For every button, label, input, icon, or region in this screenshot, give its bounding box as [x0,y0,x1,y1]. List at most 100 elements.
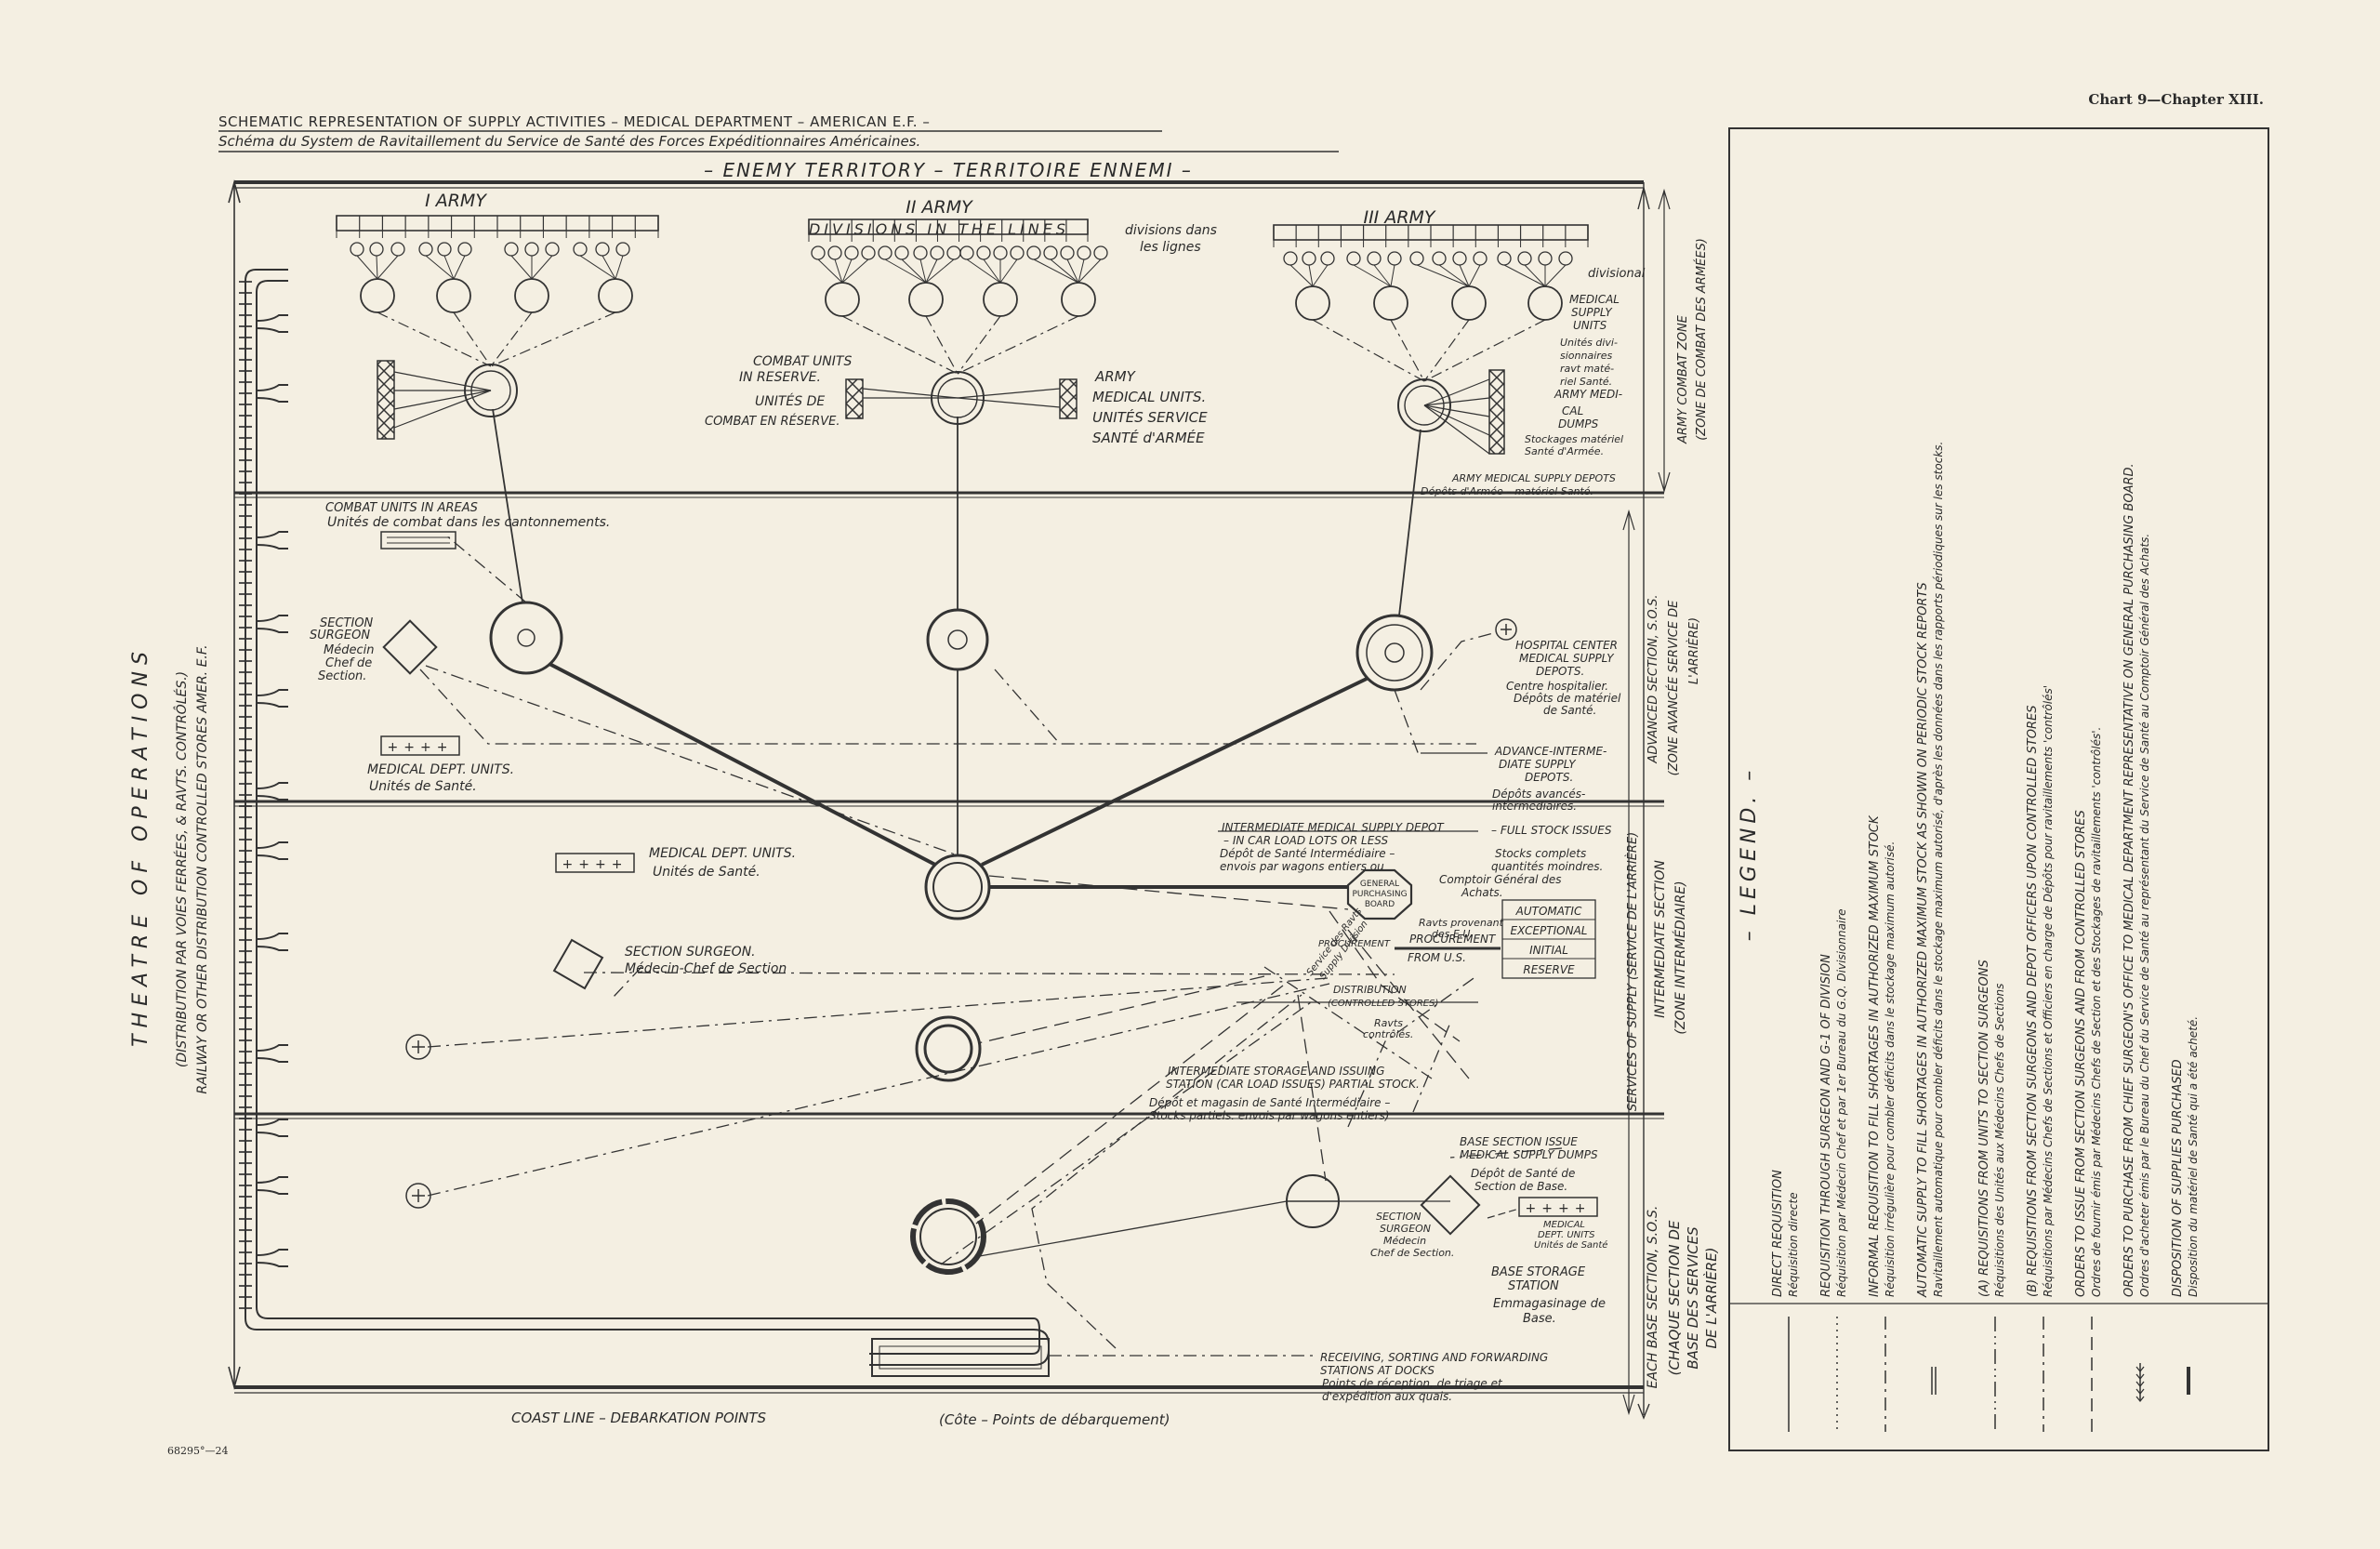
unit-link [841,258,853,284]
unit-circle [1093,245,1108,260]
unit-circle [878,245,892,260]
army-spoke [1423,404,1490,436]
unit-circle [1497,251,1512,266]
int-section-surgeon-diamond [552,938,604,990]
army-depots-label: ARMY MEDICAL SUPPLY DEPOTS [1451,472,1616,484]
unit-link [531,255,553,280]
army-spoke [1423,404,1490,455]
unit-circle [930,245,945,260]
theatre-label: THEATRE OF OPERATIONS [129,645,152,1047]
unit-link [1390,264,1395,287]
unit-circle [1043,245,1058,260]
division-circle [825,282,860,317]
army-spoke [957,397,1061,408]
sos-label: SERVICES OF SUPPLY (SERVICE DE L'ARRIÈRE… [1625,832,1640,1111]
base-dumps-circle [1286,1174,1340,1228]
advance-depots-fr-1: Dépôts avancés- [1492,788,1585,801]
comptoir-1: Comptoir Général des [1439,873,1562,886]
unit-circle [437,242,452,257]
adv-section-fr-2: L'ARRIÈRE) [1686,617,1701,684]
distribution-fr-2: contrôlés. [1363,1028,1413,1040]
division-link [925,315,959,375]
issue-exceptional: EXCEPTIONAL [1511,924,1588,937]
unit-circle [350,242,364,257]
legend-item-en: (A) REQUISITIONS FROM UNITS TO SECTION S… [1977,960,1991,1297]
mds-units-fr-1: Unités divi- [1560,337,1618,349]
theatre-sub-1: (DISTRIBUTION PAR VOIES FERRÉES, & RAVTS… [173,671,190,1067]
division-link [377,311,492,367]
unit-link [1312,264,1329,287]
unit-circle [827,245,842,260]
legend-item-en: INFORMAL REQUISITION TO FILL SHORTAGES I… [1868,814,1882,1297]
unit-circle [844,245,859,260]
base-section: BASE SECTION ISSUE MEDICAL SUPPLY DUMPS … [511,1135,1607,1428]
first-army-label: I ARMY [425,191,487,211]
base-storage-2: STATION [1508,1279,1559,1293]
hospital-center-3: DEPOTS. [1536,665,1584,678]
unit-link [1373,264,1392,287]
division-link [1312,319,1425,382]
base-section-fr-2: BASE DES SERVICES [1685,1226,1701,1370]
base-med-units-3: Unités de Santé [1534,1239,1607,1251]
army-dumps-stack [1488,369,1505,455]
procurement-1: Ravts provenant [1419,917,1504,929]
division-circle [983,282,1018,317]
unit-circle [418,242,433,257]
mds-units-1: MEDICAL [1569,293,1620,306]
army-dumps-2: CAL [1562,404,1583,417]
zone-labels: THEATRE OF OPERATIONS (DISTRIBUTION PAR … [129,238,1720,1388]
unit-link [443,255,455,280]
distribution-1: DISTRIBUTION [1333,984,1407,996]
base-med-units-2: DEPT. UNITS [1538,1230,1595,1240]
army-dumps-fr-1: Stockages matériel [1525,433,1623,445]
division-circle [1373,285,1408,321]
division-link [841,315,959,375]
unit-link [1459,264,1470,287]
unit-link [453,255,466,280]
svg-text:++++: ++++ [388,740,454,755]
army-spoke [862,388,959,399]
base-surgeon-1: SECTION [1376,1211,1421,1223]
base-dumps-1: BASE SECTION ISSUE [1460,1135,1578,1148]
unit-link [1524,264,1546,287]
legend-line-sample [2135,1381,2145,1388]
legend-item-en: DISPOSITION OF SUPPLIES PURCHASED [2171,1059,2185,1297]
legend-item-en: DIRECT REQUISITION [1771,1170,1785,1297]
adv-section-surgeon-fr-1: Médecin [324,643,374,657]
unit-circle [1320,251,1335,266]
base-surgeon-4: Chef de Section. [1370,1247,1454,1259]
intermediate-section: INTERMEDIATE MEDICAL SUPPLY DEPOT – IN C… [405,821,1612,1209]
unit-link [834,258,843,284]
unit-circle [504,242,519,257]
army-hub-inner [1404,385,1445,426]
unit-link [356,255,378,280]
base-hospital-plus-icon [405,1183,431,1209]
unit-circle [993,245,1008,260]
base-section-surgeon-diamond [1420,1174,1481,1236]
int-section-surgeon: SECTION SURGEON. [625,945,756,960]
unit-link [925,258,955,284]
third-army-label: III ARMY [1363,207,1435,228]
unit-link [1078,258,1085,284]
unit-link [925,258,938,284]
unit-circle [390,242,405,257]
ims-depot-fr-1: Dépôt de Santé Intermédiaire – [1220,847,1395,860]
third-army-group: III ARMY divisional MEDICAL SUPPLY UNITS… [1273,207,1646,497]
purchase-lines [975,875,1470,1225]
unit-link [1416,264,1470,287]
unit-link [999,258,1018,284]
combat-reserve-fr-1: UNITÉS DE [755,393,825,409]
army2-advance-depot [926,608,989,671]
unit-circle [595,242,610,257]
base-dumps-fr-1: Dépôt de Santé de [1471,1167,1575,1180]
unit-link [884,258,927,284]
legend-item-fr: Réquisitions des Unités aux Médecins Che… [1993,984,2006,1297]
unit-circle [1302,251,1316,266]
unit-link [817,258,843,284]
unit-link [579,255,616,280]
unit-circle [615,242,630,257]
legend-item-en: (B) REQUISITIONS FROM SECTION SURGEONS A… [2026,706,2040,1297]
legend-item-en: ORDERS TO PURCHASE FROM CHIEF SURGEON'S … [2122,463,2136,1297]
